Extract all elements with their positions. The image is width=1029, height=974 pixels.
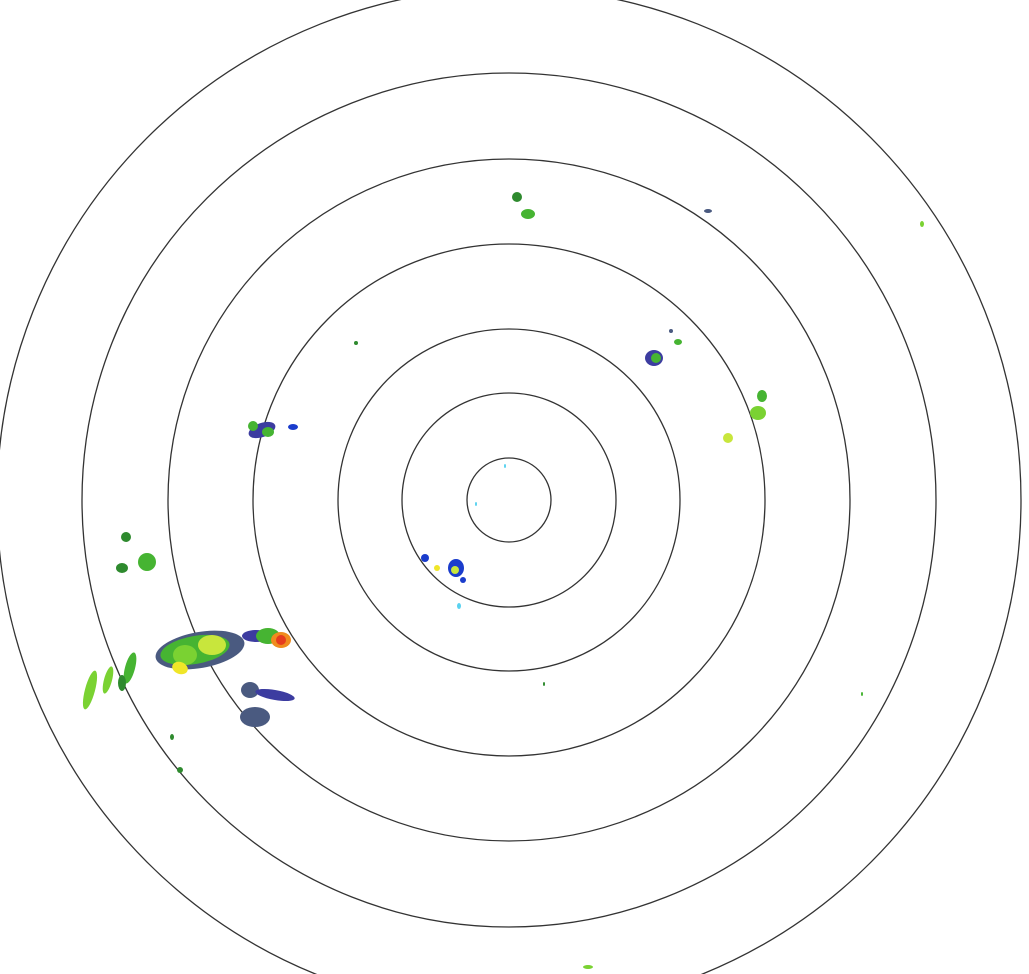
radar-echo [723, 433, 733, 443]
radar-echo [177, 767, 183, 773]
radar-echo [82, 670, 98, 710]
radar-echo [757, 390, 767, 402]
radar-echo [173, 645, 197, 665]
radar-echo [543, 682, 545, 686]
radar-echo [460, 577, 466, 583]
radar-echo [421, 554, 429, 562]
radar-echo [248, 421, 258, 431]
radar-echo [354, 341, 358, 345]
radar-echo [118, 675, 126, 691]
radar-echo [241, 682, 259, 698]
radar-echo [198, 635, 226, 655]
radar-echo [123, 652, 137, 684]
radar-echo [674, 339, 682, 345]
radar-echo [434, 565, 440, 571]
radar-echo [457, 603, 461, 609]
radar-echo [475, 502, 477, 506]
radar-echo [255, 688, 295, 702]
radar-echo [651, 353, 661, 363]
radar-echo [276, 635, 286, 645]
radar-echo [172, 661, 188, 675]
radar-echo [138, 553, 156, 571]
range-ring-2 [401, 392, 617, 608]
radar-echo [116, 563, 128, 573]
radar-echo [704, 209, 712, 213]
radar-echo [750, 406, 766, 420]
radar-echo [170, 734, 174, 740]
radar-echo [451, 566, 459, 574]
radar-echo [521, 209, 535, 219]
radar-echo [669, 329, 673, 333]
radar-echo [583, 965, 593, 969]
radar-echoes [82, 192, 924, 969]
radar-echo [288, 424, 298, 430]
radar-echo [512, 192, 522, 202]
range-ring-6 [81, 72, 937, 928]
range-ring-4 [252, 243, 766, 757]
range-ring-5 [167, 158, 851, 842]
radar-echo [102, 666, 114, 694]
radar-echo [240, 707, 270, 727]
radar-echo [121, 532, 131, 542]
range-ring-1 [466, 457, 552, 543]
radar-echo [504, 464, 506, 468]
radar-echo [262, 427, 274, 437]
radar-echo [861, 692, 863, 696]
range-ring-3 [337, 328, 681, 672]
radar-echo [920, 221, 924, 227]
